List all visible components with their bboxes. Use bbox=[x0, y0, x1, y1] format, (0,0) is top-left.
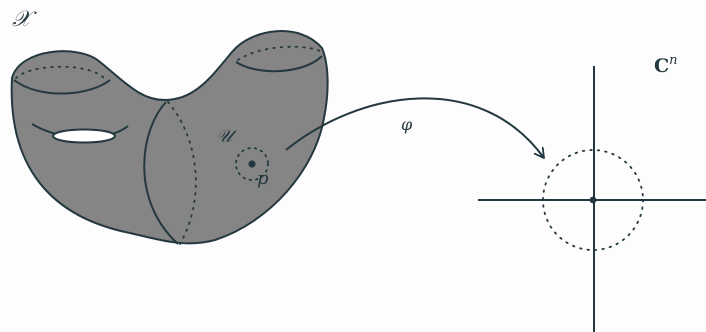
image-point bbox=[589, 196, 597, 204]
target-space bbox=[478, 66, 706, 332]
handle-hole bbox=[52, 128, 116, 144]
right-rim-front bbox=[235, 55, 323, 73]
chart-map-arrow bbox=[285, 97, 545, 159]
cross-section-back bbox=[167, 101, 197, 245]
target-space-exponent: n bbox=[669, 53, 677, 68]
point-p bbox=[248, 160, 256, 168]
cross-section-front bbox=[143, 101, 179, 245]
manifold-surface bbox=[10, 30, 329, 245]
image-disc-boundary bbox=[542, 149, 644, 251]
open-set-boundary bbox=[235, 147, 269, 181]
right-rim-back bbox=[237, 45, 323, 61]
target-space-base: C bbox=[654, 55, 669, 77]
point-label: p bbox=[257, 168, 269, 189]
open-set-label: 𝒰 bbox=[216, 126, 237, 147]
target-space-label: Cn bbox=[654, 53, 678, 77]
manifold-outline bbox=[10, 30, 329, 245]
left-rim-back bbox=[15, 65, 105, 79]
manifold-label: 𝒳 bbox=[12, 7, 37, 32]
left-rim-front bbox=[13, 79, 111, 95]
chart-map-label: φ bbox=[401, 115, 413, 134]
